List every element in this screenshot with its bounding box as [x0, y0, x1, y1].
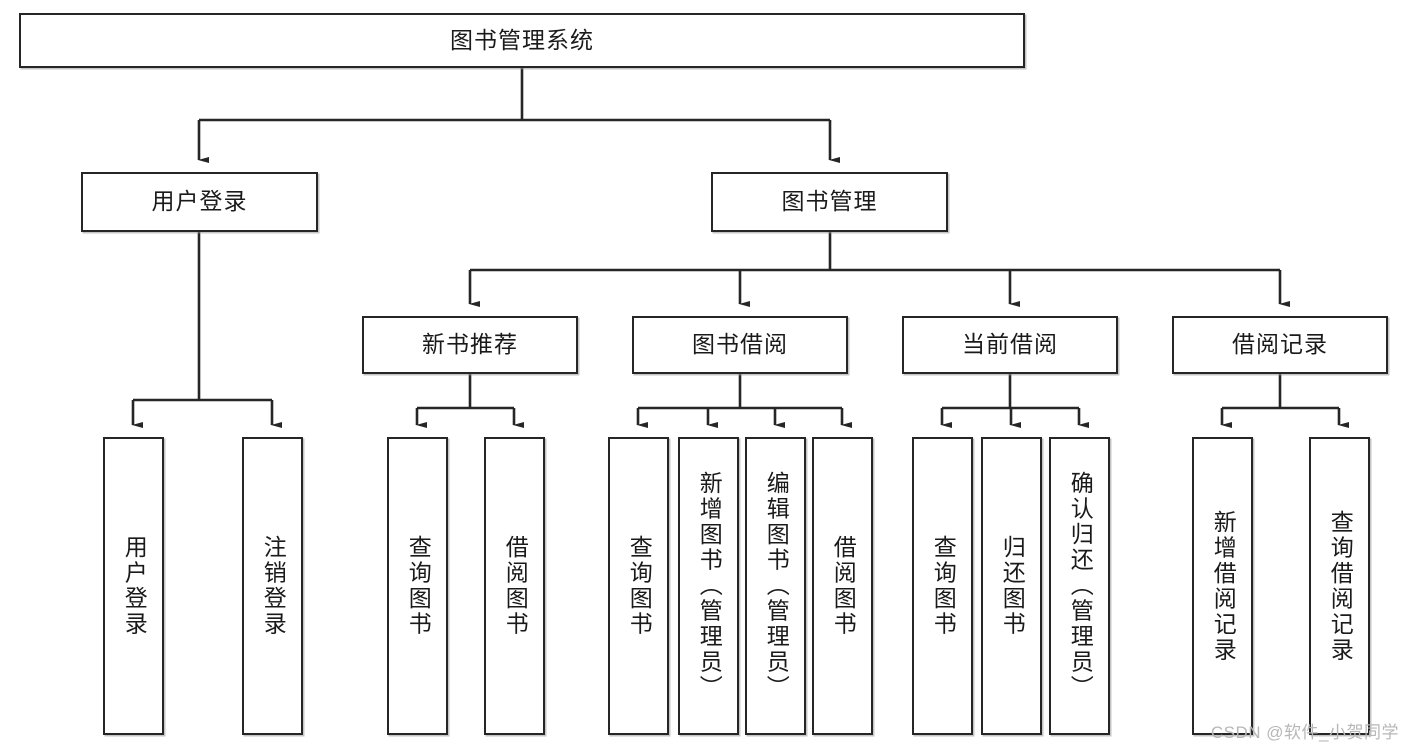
leaf-user-login-login[interactable]: 用户登录: [103, 437, 164, 735]
leaf-new-book-query[interactable]: 查询图书: [387, 437, 448, 735]
leaf-new-book-borrow[interactable]: 借阅图书: [484, 437, 545, 735]
node-label: 查询图书: [626, 535, 653, 637]
node-label: 新增图书（管理员）: [696, 471, 723, 701]
leaf-borrow-query-book[interactable]: 查询图书: [608, 437, 669, 735]
node-label: 查询借阅记录: [1327, 509, 1354, 663]
node-book-management[interactable]: 图书管理: [711, 172, 948, 232]
node-label: 注销登录: [260, 535, 287, 637]
node-current-borrow[interactable]: 当前借阅: [902, 316, 1118, 374]
node-root-book-management-system[interactable]: 图书管理系统: [19, 13, 1025, 68]
node-label: 当前借阅: [962, 331, 1058, 358]
node-label: 借阅记录: [1232, 331, 1328, 358]
leaf-borrow-borrow-book[interactable]: 借阅图书: [812, 437, 873, 735]
node-label: 查询图书: [405, 535, 432, 637]
node-label: 新书推荐: [422, 331, 518, 358]
node-user-login[interactable]: 用户登录: [81, 172, 318, 232]
node-label: 借阅图书: [502, 535, 529, 637]
leaf-current-confirm-return-admin[interactable]: 确认归还（管理员）: [1049, 437, 1110, 735]
node-label: 图书借阅: [692, 331, 788, 358]
leaf-borrow-edit-book-admin[interactable]: 编辑图书（管理员）: [745, 437, 806, 735]
leaf-user-login-logout[interactable]: 注销登录: [242, 437, 303, 735]
csdn-watermark: CSDN @软件_小贺同学: [1210, 723, 1399, 742]
node-label: 归还图书: [999, 535, 1026, 637]
leaf-borrow-add-book-admin[interactable]: 新增图书（管理员）: [678, 437, 739, 735]
leaf-current-return-book[interactable]: 归还图书: [981, 437, 1042, 735]
node-label: 借阅图书: [830, 535, 857, 637]
node-book-borrow[interactable]: 图书借阅: [632, 316, 848, 374]
leaf-current-query-book[interactable]: 查询图书: [912, 437, 973, 735]
node-label: 用户登录: [121, 535, 148, 637]
node-label: 编辑图书（管理员）: [763, 471, 790, 701]
node-borrow-record[interactable]: 借阅记录: [1172, 316, 1388, 374]
node-label: 查询图书: [930, 535, 957, 637]
leaf-record-query-record[interactable]: 查询借阅记录: [1309, 437, 1370, 735]
node-new-book-recommend[interactable]: 新书推荐: [362, 316, 578, 374]
leaf-record-add-record[interactable]: 新增借阅记录: [1192, 437, 1253, 735]
node-label: 用户登录: [151, 188, 248, 215]
node-label: 确认归还（管理员）: [1067, 471, 1094, 701]
node-label: 图书管理系统: [450, 26, 594, 53]
node-label: 图书管理: [781, 188, 878, 215]
node-label: 新增借阅记录: [1210, 509, 1237, 663]
